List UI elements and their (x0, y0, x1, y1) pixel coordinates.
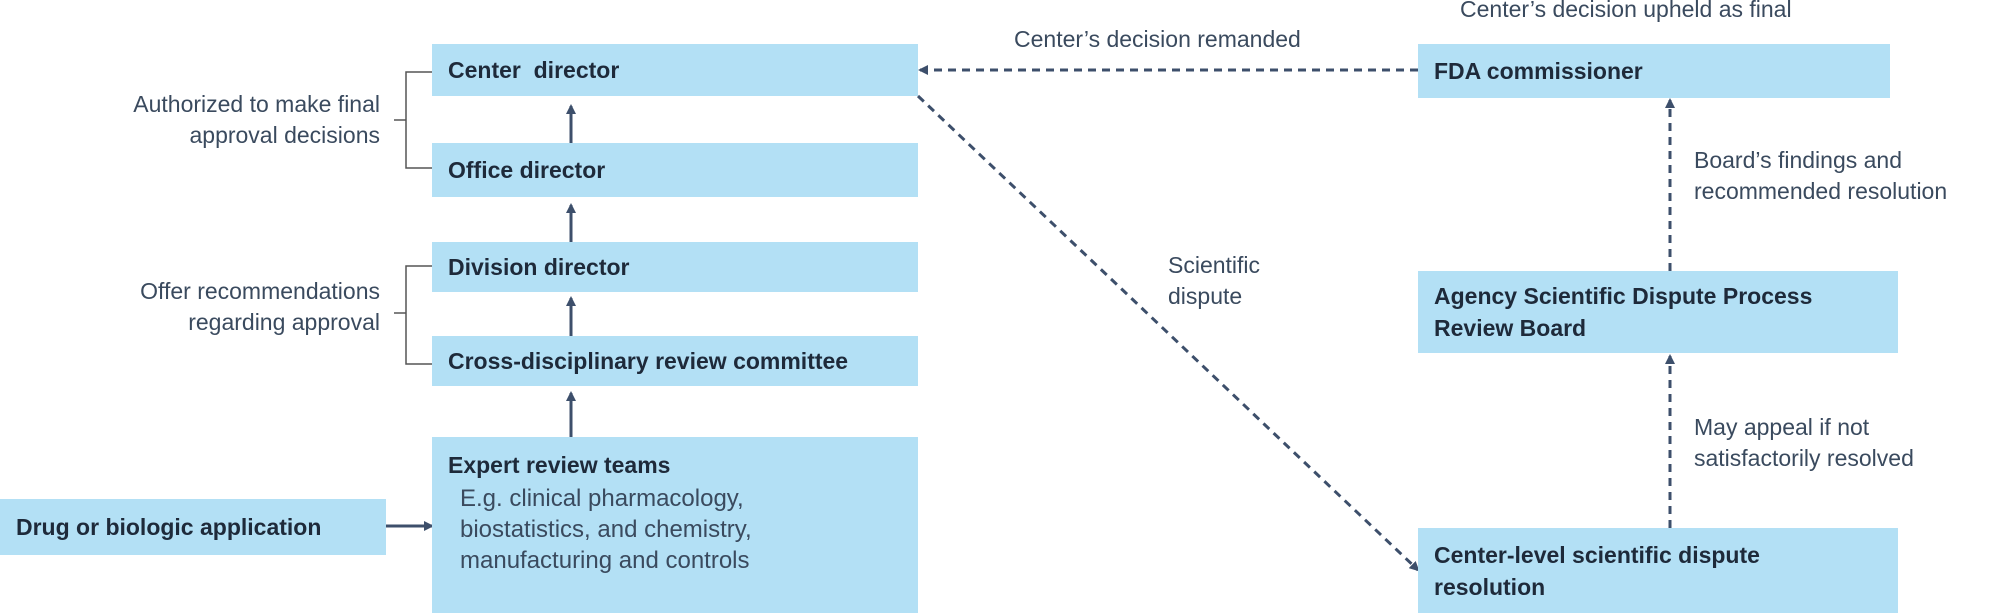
fda-commissioner-box: FDA commissioner (1418, 44, 1890, 98)
scientific-dispute-line-1: Scientific (1168, 252, 1261, 278)
application-label: Drug or biologic application (16, 514, 322, 540)
division-director-label: Division director (448, 254, 630, 280)
cross-committee-box: Cross-disciplinary review committee (432, 336, 918, 386)
remanded-label: Center’s decision remanded (1014, 26, 1301, 52)
review-board-label-2: Review Board (1434, 315, 1587, 341)
offer-line-1: Offer recommendations (140, 278, 380, 304)
expert-teams-title: Expert review teams (448, 452, 671, 478)
review-board-box: Agency Scientific Dispute Process Review… (1418, 271, 1898, 353)
arrow-scientific-dispute (916, 94, 1420, 572)
review-board-label-1: Agency Scientific Dispute Process (1434, 283, 1813, 309)
offer-line-2: regarding approval (188, 309, 380, 335)
authorized-line-2: approval decisions (189, 122, 380, 148)
authorized-bracket (405, 71, 432, 169)
upheld-label: Center’s decision upheld as final (1460, 0, 1792, 22)
scientific-dispute-line-2: dispute (1168, 283, 1243, 309)
authorized-label: Authorized to make final approval decisi… (60, 89, 380, 151)
center-director-label: Center director (448, 57, 620, 83)
fda-commissioner-label: FDA commissioner (1434, 58, 1643, 84)
scientific-dispute-label: Scientific dispute (1168, 250, 1260, 312)
office-director-box: Office director (432, 143, 918, 197)
application-box: Drug or biologic application (0, 499, 386, 555)
board-findings-line-1: Board’s findings and (1694, 147, 1902, 173)
offer-bracket (405, 265, 432, 365)
center-dispute-box: Center-level scientific dispute resoluti… (1418, 528, 1898, 613)
may-appeal-line-1: May appeal if not (1694, 414, 1870, 440)
expert-teams-sub-3: manufacturing and controls (460, 547, 750, 574)
expert-teams-sub-2: biostatistics, and chemistry, (460, 516, 752, 543)
cross-committee-label: Cross-disciplinary review committee (448, 348, 849, 374)
offer-label: Offer recommendations regarding approval (60, 276, 380, 338)
center-director-box: Center director (432, 44, 918, 96)
office-director-label: Office director (448, 157, 606, 183)
expert-teams-box: Expert review teams E.g. clinical pharma… (432, 437, 918, 613)
center-dispute-label-1: Center-level scientific dispute (1434, 541, 1760, 568)
board-findings-label: Board’s findings and recommended resolut… (1694, 145, 1947, 207)
may-appeal-label: May appeal if not satisfactorily resolve… (1694, 412, 1914, 474)
authorized-line-1: Authorized to make final (133, 91, 380, 117)
expert-teams-sub-1: E.g. clinical pharmacology, (460, 485, 744, 512)
center-dispute-label-2: resolution (1434, 573, 1546, 600)
division-director-box: Division director (432, 242, 918, 292)
board-findings-line-2: recommended resolution (1694, 178, 1948, 204)
may-appeal-line-2: satisfactorily resolved (1694, 445, 1914, 471)
